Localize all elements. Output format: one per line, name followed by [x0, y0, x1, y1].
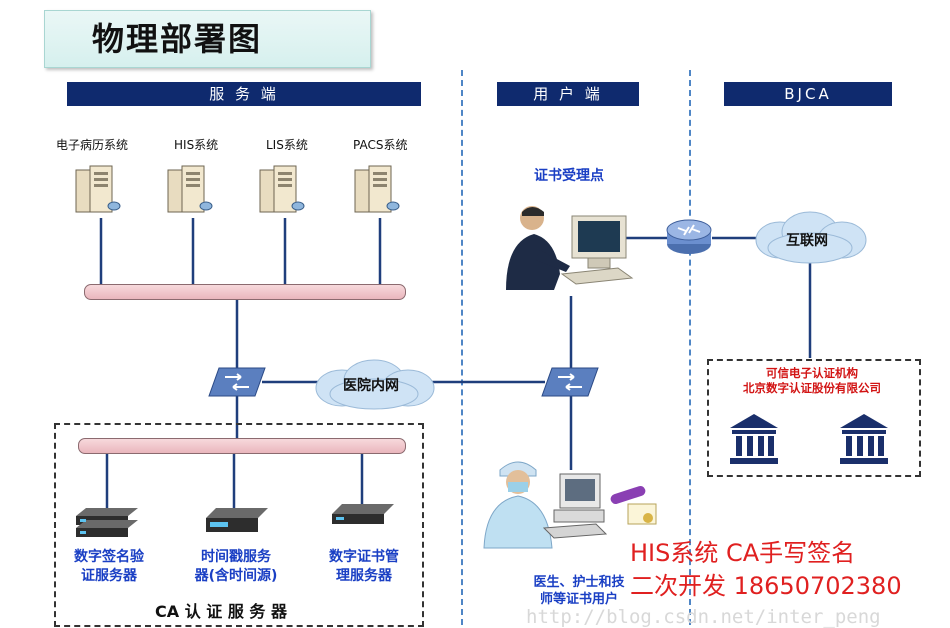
system-label-pacs: PACS系统 — [353, 138, 408, 152]
system-label-his: HIS系统 — [174, 138, 219, 152]
band-server: 服 务 端 — [67, 82, 421, 106]
internet-label: 互联网 — [786, 233, 828, 249]
ca-server-label-line: 器(含时间源) — [194, 568, 278, 584]
overlay-line-2: 二次开发 18650702380 — [630, 572, 902, 600]
band-user: 用 户 端 — [497, 82, 639, 106]
bank-building-icon — [730, 414, 778, 464]
separator-server-user — [461, 70, 463, 625]
router-icon — [666, 219, 712, 254]
workstation-operator-icon — [506, 206, 634, 290]
users-label: 医生、护士和技 师等证书用户 — [520, 574, 638, 608]
server-tower-icon — [167, 165, 213, 213]
watermark-url: http://blog.csdn.net/inter_peng — [526, 606, 881, 628]
overlay-line-1: HIS系统 CA手写签名 — [630, 539, 856, 567]
rack-server-icon — [206, 508, 268, 532]
internet-cloud-icon — [755, 211, 867, 264]
system-label-emr: 电子病历系统 — [56, 138, 129, 152]
cert-point-label: 证书受理点 — [534, 168, 604, 184]
server-tower-icon — [75, 165, 121, 213]
system-label-lis: LIS系统 — [266, 138, 308, 152]
rack-server-icon — [332, 504, 394, 524]
trust-org-label: 可信电子认证机构 北京数字认证股份有限公司 — [712, 366, 912, 396]
ca-server-label-line: 数字签名验 — [74, 549, 144, 565]
trust-org-label-line: 可信电子认证机构 — [766, 366, 858, 380]
users-label-line: 师等证书用户 — [539, 592, 618, 607]
server-bus-pipe — [84, 284, 406, 300]
server-tower-icon — [354, 165, 400, 213]
hospital-net-cloud-icon — [315, 359, 435, 410]
title-box — [44, 10, 371, 68]
ca-server-label-line: 证服务器 — [81, 568, 137, 584]
rack-server-icon — [76, 508, 138, 537]
users-label-line: 医生、护士和技 — [533, 575, 625, 590]
page-title: 物理部署图 — [92, 20, 263, 58]
ca-server-label-cert-mgmt: 数字证书管 理服务器 — [318, 548, 410, 586]
ca-server-label-timestamp: 时间戳服务 器(含时间源) — [186, 548, 286, 586]
trust-org-label-line: 北京数字认证股份有限公司 — [743, 381, 881, 395]
switch-icon — [541, 367, 599, 397]
bjca-box — [707, 359, 921, 477]
ca-server-label-line: 时间戳服务 — [201, 549, 271, 565]
ca-server-label-signature: 数字签名验 证服务器 — [64, 548, 154, 586]
server-tower-icon — [259, 165, 305, 213]
ca-server-label-line: 理服务器 — [336, 568, 392, 584]
bank-building-icon — [840, 414, 888, 464]
medical-user-icon — [483, 461, 657, 549]
switch-icon — [208, 367, 266, 397]
separator-user-bjca — [689, 70, 691, 625]
ca-group-label: CA 认 证 服 务 器 — [155, 602, 287, 621]
ca-bus-pipe — [78, 438, 406, 454]
band-bjca: BJCA — [724, 82, 892, 106]
ca-server-label-line: 数字证书管 — [329, 549, 399, 565]
hospital-net-label: 医院内网 — [343, 378, 399, 394]
